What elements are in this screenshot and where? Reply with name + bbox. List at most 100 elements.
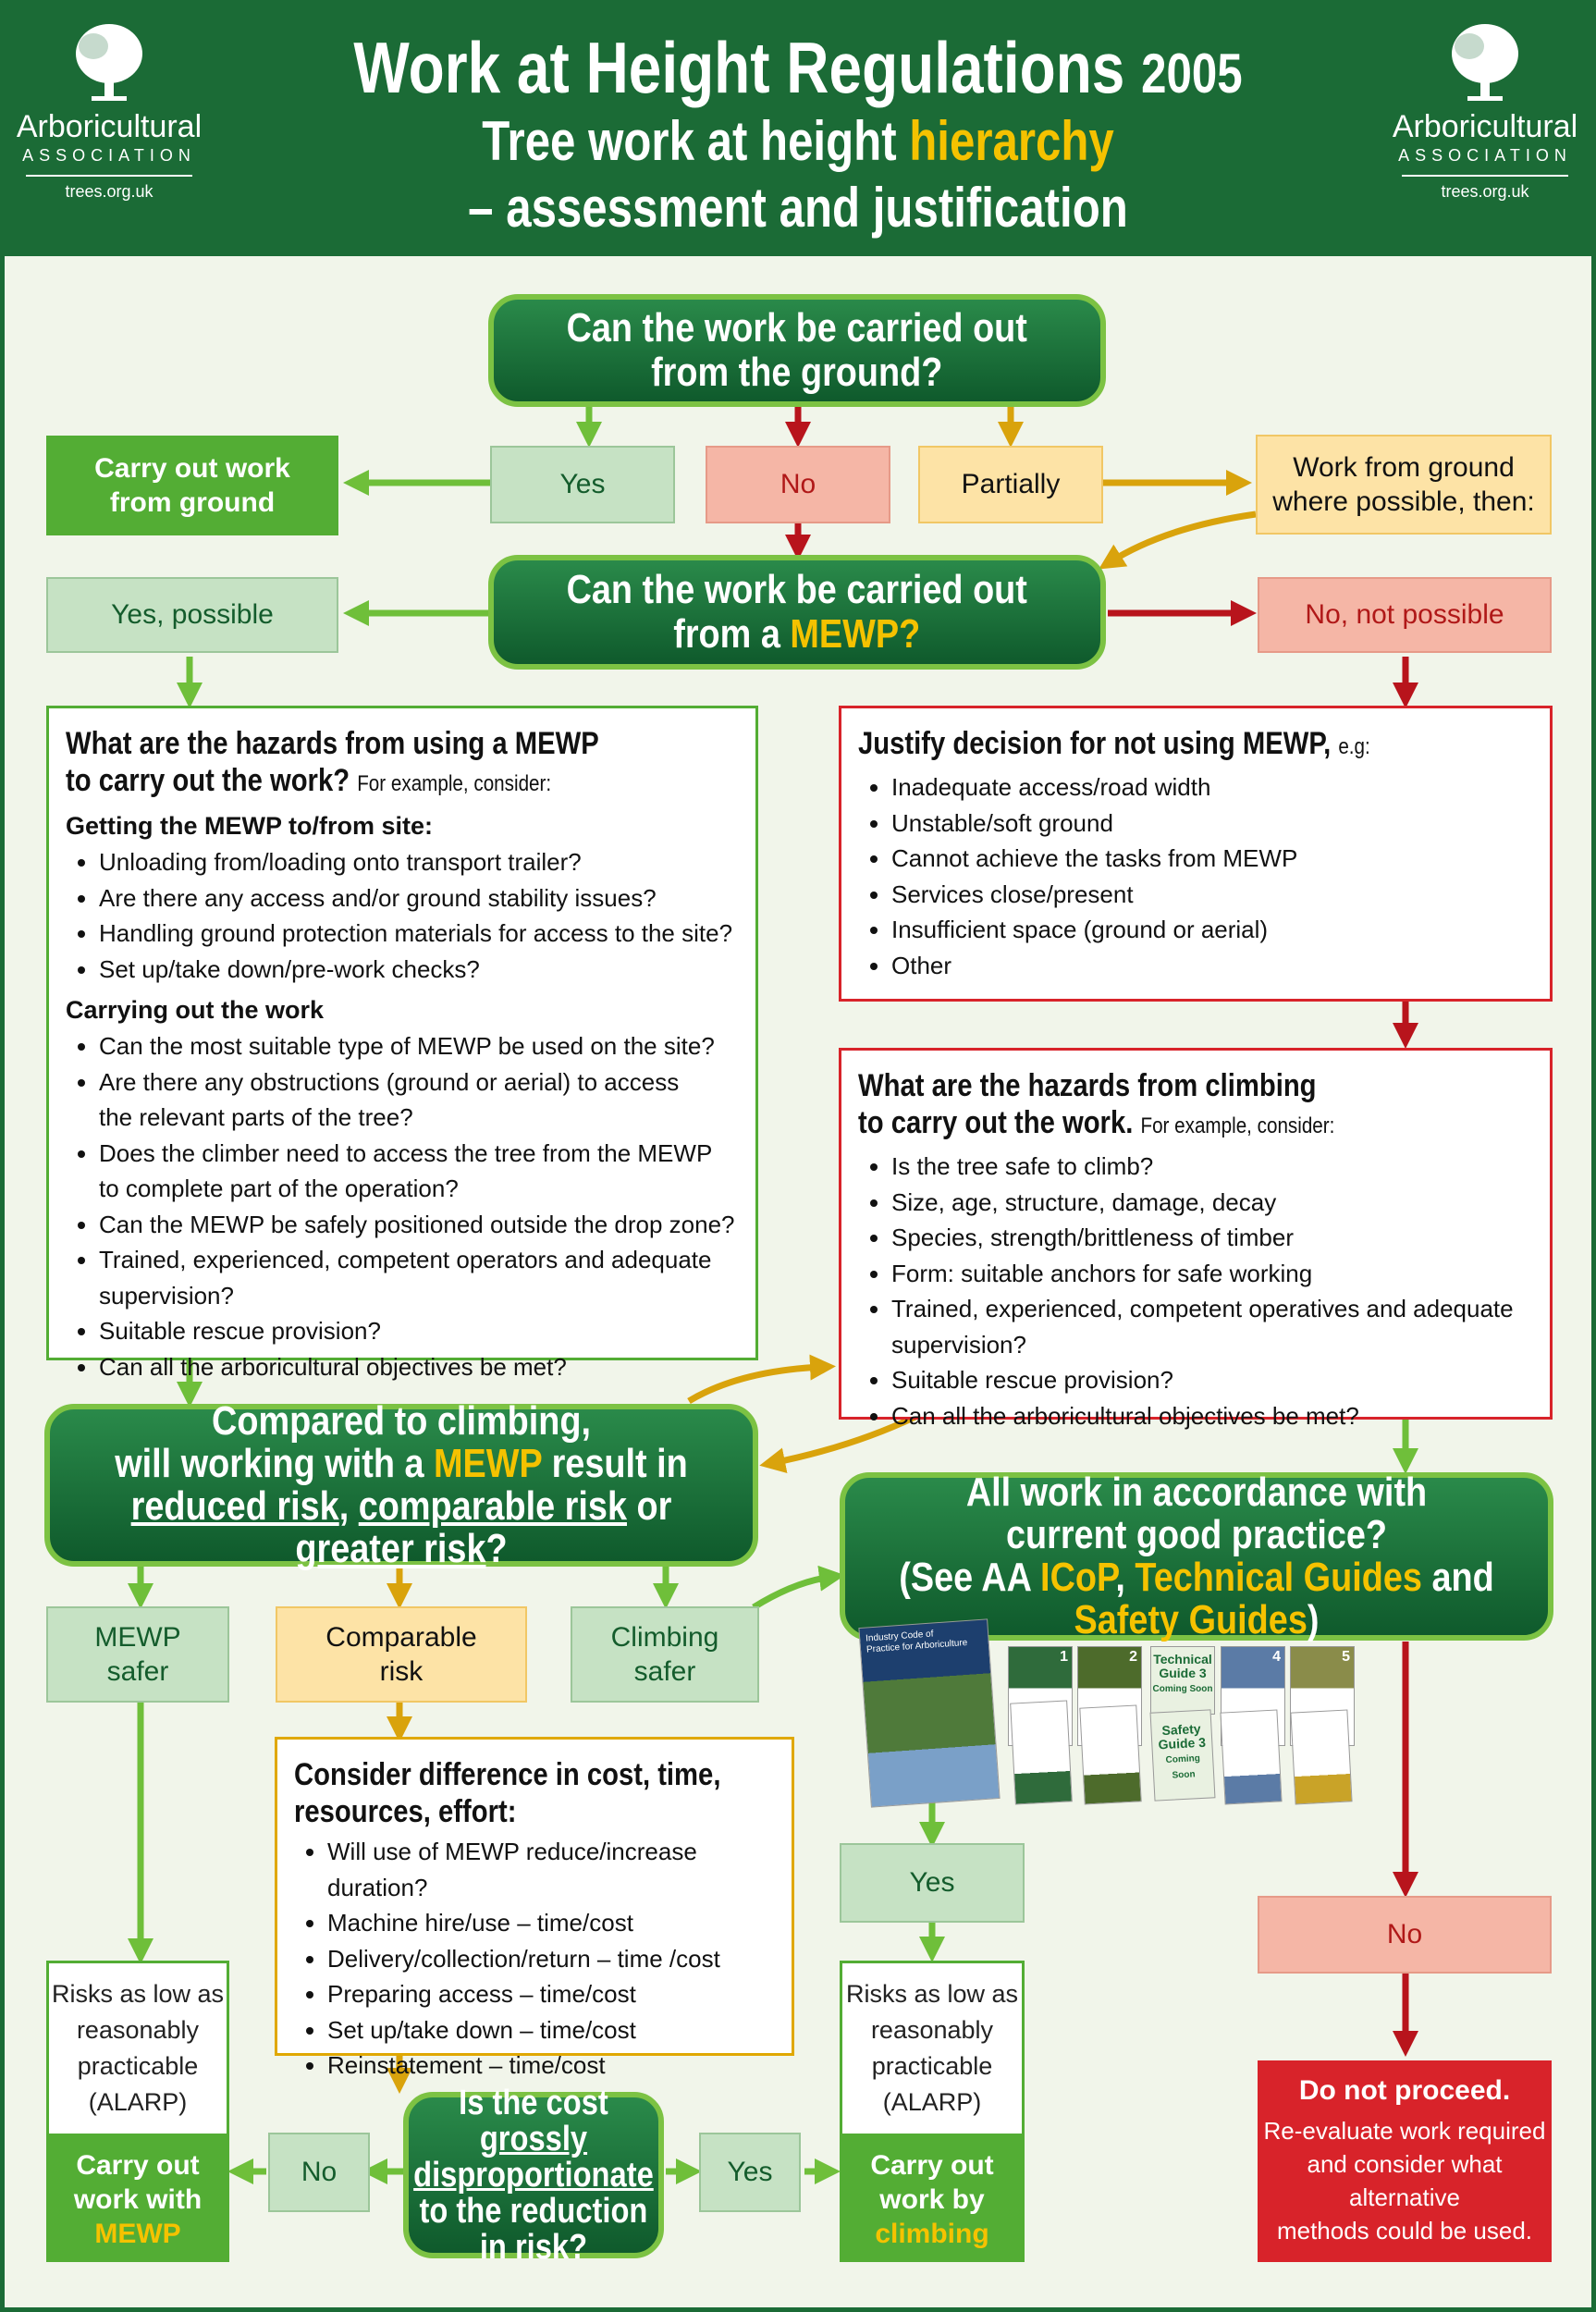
safety-guide-4-cover [1220,1709,1283,1805]
list-item: Insufficient space (ground or aerial) [891,912,1533,948]
list-item: Machine hire/use – time/cost [327,1905,775,1941]
climb-hazards-heading: What are the hazards from climbing to ca… [858,1067,1531,1145]
logo-assoc: ASSOCIATION [22,146,196,165]
question-compare-risk: Compared to climbing, will working with … [44,1400,758,1570]
tree-icon [76,24,142,101]
q2-line2-a: from a [673,611,781,657]
q4-safety-guides: Safety Guides [1074,1597,1307,1642]
mewp-safer-2: safer [106,1656,169,1687]
cost-consideration-panel: Consider difference in cost, time,resour… [275,1737,794,2079]
cost-list: Will use of MEWP reduce/increase duratio… [294,1834,775,2084]
q3-comparable: comparable risk [358,1483,627,1529]
list-item: Can the MEWP be safely positioned outsid… [99,1207,739,1243]
answer-no: No [706,446,890,523]
alarp-4: (ALARP) [88,2088,188,2116]
list-item: Handling ground protection materials for… [99,916,739,952]
subtitle-highlight: hierarchy [909,110,1114,172]
list-item: Unstable/soft ground [891,806,1533,842]
q3-line2-c: result in [551,1441,688,1486]
list-item: Inadequate access/road width [891,769,1533,806]
q4-and: and [1431,1555,1494,1600]
carry-climb-3: climbing [875,2218,989,2249]
q4-see-aa: (See AA [899,1555,1031,1600]
list-item: Species, strength/brittleness of timber [891,1220,1533,1256]
list-item: Are there any obstructions (ground or ae… [99,1064,739,1136]
question-good-practice: All work in accordance with current good… [840,1470,1553,1642]
justify-head: Justify decision for not using MEWP, [858,726,1332,761]
q4-comma: , [1115,1555,1125,1600]
climbing-safer-1: Climbing [610,1622,719,1653]
q2-mewp: MEWP? [790,611,921,657]
answer-cost-no: No [268,2133,370,2212]
list-item: Will use of MEWP reduce/increase duratio… [327,1834,775,1905]
cost-head-1: Consider difference in cost, time, [294,1757,721,1792]
answer-cost-yes: Yes [699,2133,801,2212]
do-not-proceed-box: Do not proceed. Re-evaluate work require… [1258,2060,1552,2262]
list-item: Cannot achieve the tasks from MEWP [891,841,1533,877]
list-item: Services close/present [891,877,1533,913]
list-item: Are there any access and/or ground stabi… [99,880,739,916]
q3-greater: greater risk [295,1526,486,1571]
climb-head-1: What are the hazards from climbing [858,1068,1317,1103]
mewp-sub-getting: Getting the MEWP to/from site: [66,812,433,840]
alarp-2: reasonably [76,2016,200,2044]
safety-guide-2-cover [1079,1704,1142,1805]
do-not-proceed-heading: Do not proceed. [1298,2075,1511,2106]
list-item: Suitable rescue provision? [891,1362,1533,1398]
climb-head-2: to carry out the work. [858,1105,1134,1140]
alarp-1: Risks as low as [51,1980,225,2008]
q3-line2-a: will working with a [115,1441,424,1486]
q4-line1: All work in accordance with [965,1470,1428,1515]
mewp-hazards-consider: For example, consider: [357,771,552,796]
aa-logo-left: Arboricultural ASSOCIATION trees.org.uk [7,18,211,203]
mewp-hazards-heading: What are the hazards from using a MEWP t… [66,725,737,803]
mewp-hazards-head-2: to carry out the work? [66,763,350,798]
answer-yes: Yes [490,446,675,523]
guide-number: 2 [1129,1649,1137,1665]
carry-ground-line2: from ground [109,487,276,518]
q1-line1: Can the work be carried out [566,305,1028,350]
do-not-proceed-text: Re-evaluate work required and consider wh… [1258,2114,1552,2247]
stop-1: Re-evaluate work required [1263,2117,1546,2145]
page-subtitle-2: – assessment and justification [468,177,1128,239]
mewp-safer-1: MEWP [94,1622,181,1653]
q3-mewp: MEWP [434,1441,543,1486]
q3-qmark: ? [485,1526,508,1571]
carry-mewp-3: MEWP [94,2218,181,2249]
q4-close: ) [1307,1597,1320,1642]
climb-consider: For example, consider: [1140,1113,1335,1138]
list-item: Suitable rescue provision? [99,1313,739,1349]
alarp-1: Risks as low as [845,1980,1019,2008]
alarp-3: practicable [77,2052,199,2080]
q2-line1: Can the work be carried out [566,567,1028,612]
stop-3: methods could be used. [1276,2217,1533,2244]
aa-logo-right: Arboricultural ASSOCIATION trees.org.uk [1383,18,1587,203]
cost-heading: Consider difference in cost, time,resour… [294,1756,774,1830]
answer-partially: Partially [918,446,1103,523]
logo-name: Arboricultural [1392,109,1578,144]
answer-yes-possible: Yes, possible [46,577,338,653]
list-item: Form: suitable anchors for safe working [891,1256,1533,1292]
q1-line2: from the ground? [651,350,943,395]
safety-guide-1-cover [1010,1700,1073,1805]
list-item: Can all the arboricultural objectives be… [99,1349,739,1385]
list-item: Delivery/collection/return – time /cost [327,1941,775,1977]
title-year: 2005 [1141,43,1243,105]
stop-2: and consider what alternative [1307,2150,1503,2211]
mewp-sub-carrying: Carrying out the work [66,996,325,1024]
list-item: Unloading from/loading onto transport tr… [99,844,739,880]
q5-disproportionate: disproportionate [413,2155,654,2195]
q3-comma: , [338,1483,350,1529]
climb-hazards-panel: What are the hazards from climbing to ca… [839,1048,1553,1430]
tree-icon [1452,24,1518,101]
justify-list: Inadequate access/road width Unstable/so… [858,769,1533,983]
guide-number: 5 [1342,1649,1350,1665]
